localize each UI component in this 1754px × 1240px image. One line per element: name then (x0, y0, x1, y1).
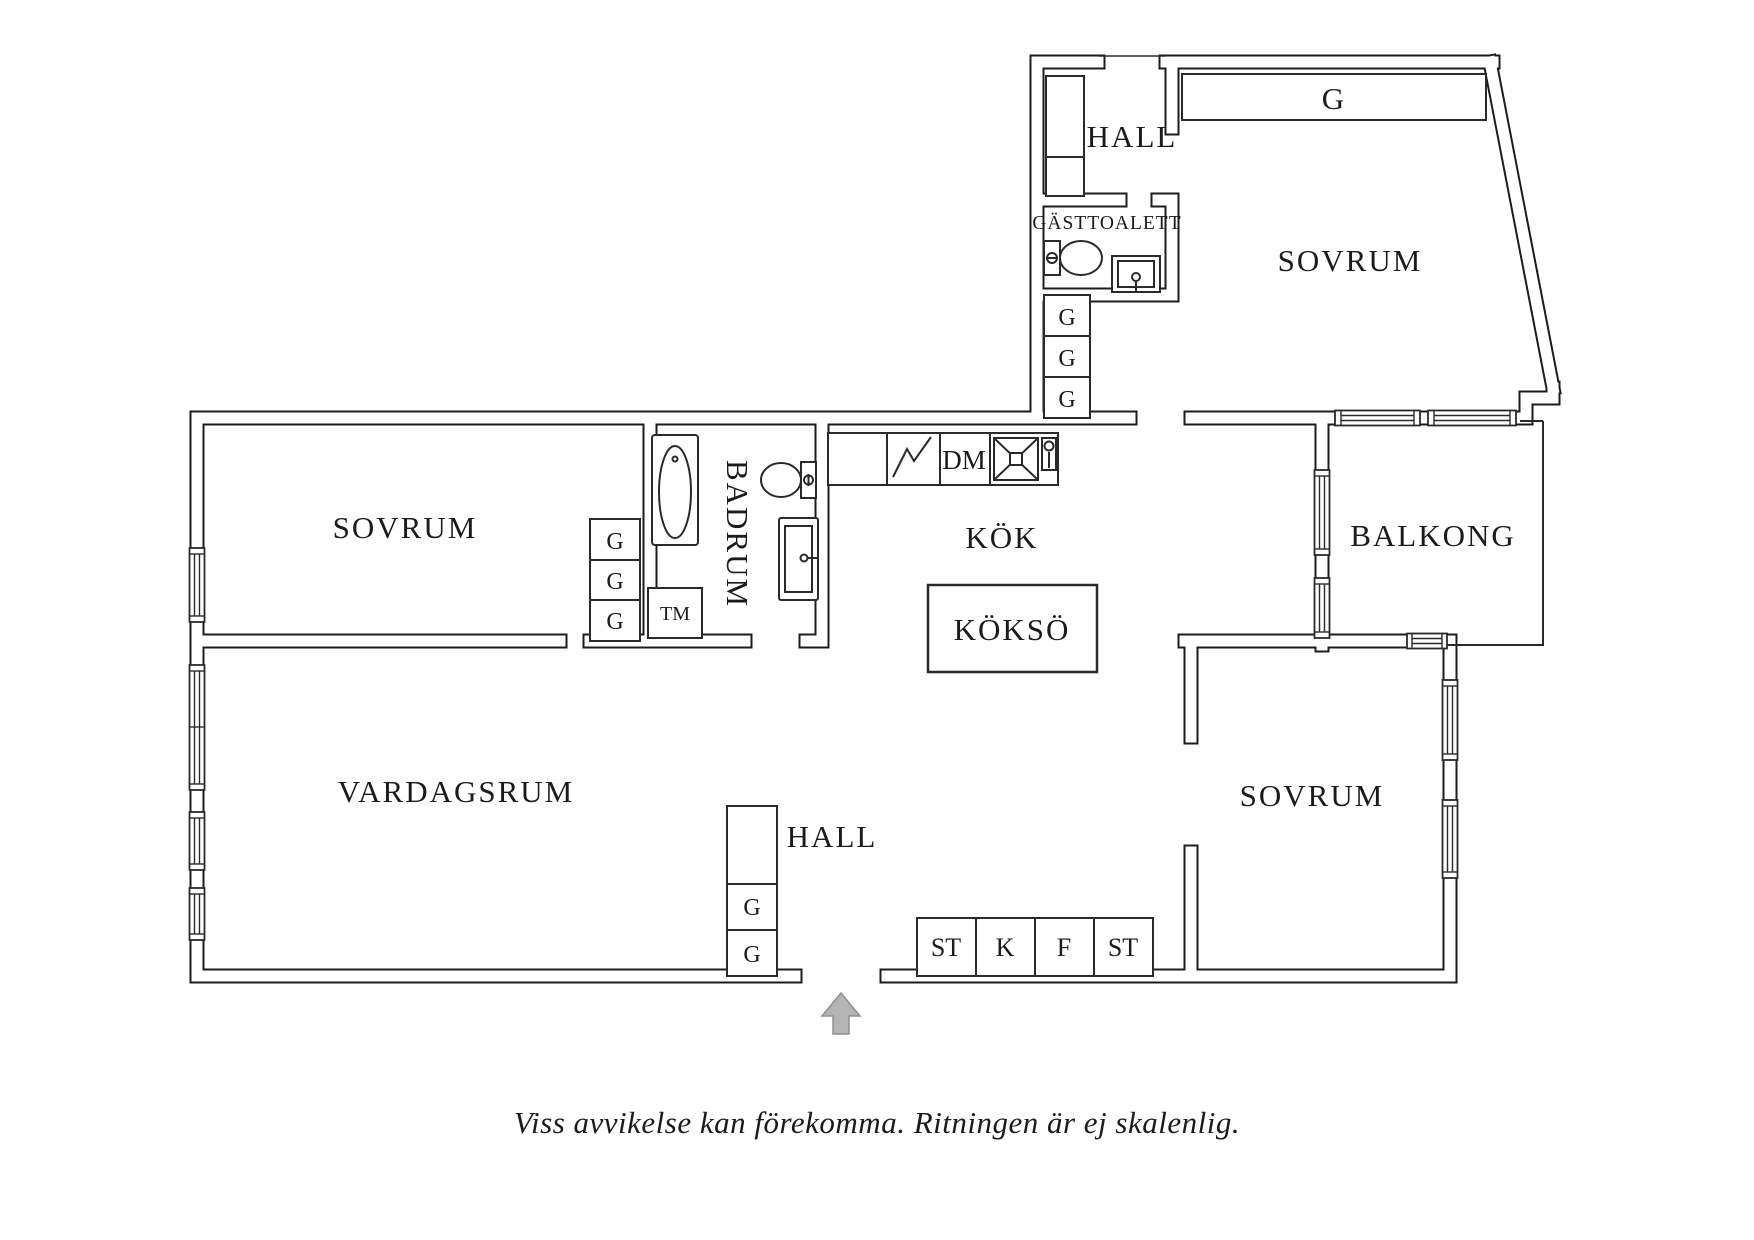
hall-top-closet (1045, 75, 1085, 197)
dishwasher-label: DM (942, 445, 986, 475)
bedroom-wardrobes: G G G (589, 518, 641, 642)
room-label-living-room: VARDAGSRUM (338, 774, 575, 809)
freezer-label: F (1057, 933, 1071, 962)
stove-icon (892, 436, 932, 478)
toilet-icon (1043, 240, 1103, 276)
window-icon (1441, 679, 1459, 761)
wardrobe-label: G (606, 569, 623, 595)
entrance-arrow-icon (820, 991, 862, 1035)
room-label-bedroom-right: SOVRUM (1240, 778, 1385, 813)
window-icon (1441, 799, 1459, 879)
kitchen-island-label: KÖKSÖ (954, 612, 1071, 647)
window-icon (188, 664, 206, 791)
cabinets: G G G G G G G G G (589, 73, 1487, 977)
corridor-wardrobes: G G G (1043, 294, 1091, 419)
window-icon (188, 811, 206, 871)
windows (188, 409, 1517, 941)
hall-units: ST K F ST (916, 917, 1154, 977)
long-wardrobe: G (1181, 73, 1487, 121)
guest-wc-fixtures (1043, 240, 1161, 293)
room-labels: HALL GÄSTTOALETT SOVRUM BALKONG KÖK SOVR… (333, 119, 1516, 854)
fridge-label: K (996, 933, 1015, 962)
bathroom-fixtures: TM (647, 434, 819, 639)
faucet-icon (1041, 437, 1057, 471)
room-label-guest-wc: GÄSTTOALETT (1032, 213, 1181, 234)
disclaimer-caption: Viss avvikelse kan förekomma. Ritningen … (514, 1105, 1240, 1140)
wardrobe-label: G (606, 529, 623, 555)
wardrobe-long-label: G (1322, 81, 1346, 116)
kitchen-counter: DM (827, 432, 1059, 486)
bathtub-icon (651, 434, 699, 546)
kitchen-island: KÖKSÖ (926, 583, 1099, 674)
wardrobe-label: G (1058, 387, 1075, 413)
cleaning-cabinet-label: ST (1108, 933, 1138, 962)
room-label-bedroom-left: SOVRUM (333, 510, 478, 545)
wc-sink-icon (1111, 255, 1161, 293)
room-label-kitchen: KÖK (965, 520, 1038, 555)
washing-machine-label: TM (660, 603, 690, 625)
washing-machine: TM (647, 587, 703, 639)
wardrobe-label: G (743, 895, 760, 921)
hall-wardrobes: G G (726, 805, 778, 977)
room-label-bathroom: BADRUM (720, 460, 755, 608)
bathroom-sink-icon (778, 517, 819, 601)
cleaning-cabinet-label: ST (931, 933, 961, 962)
room-label-hall-top: HALL (1087, 119, 1178, 154)
window-icon (1334, 409, 1421, 427)
walls (189, 53, 1562, 984)
wardrobe-label: G (606, 609, 623, 635)
window-icon (188, 887, 206, 941)
toilet-icon (760, 461, 817, 499)
window-icon (1313, 577, 1331, 639)
window-icon (188, 547, 206, 623)
wardrobe-label: G (743, 942, 760, 968)
balcony-door-icon (1406, 632, 1448, 650)
room-label-balcony: BALKONG (1350, 518, 1516, 553)
window-icon (1313, 469, 1331, 556)
room-label-bedroom-top: SOVRUM (1278, 243, 1423, 278)
wardrobe-label: G (1058, 305, 1075, 331)
balcony-rails (1447, 420, 1544, 646)
room-label-hall-main: HALL (787, 819, 878, 854)
sink-icon (993, 437, 1039, 481)
wardrobe-label: G (1058, 346, 1075, 372)
window-icon (1427, 409, 1517, 427)
